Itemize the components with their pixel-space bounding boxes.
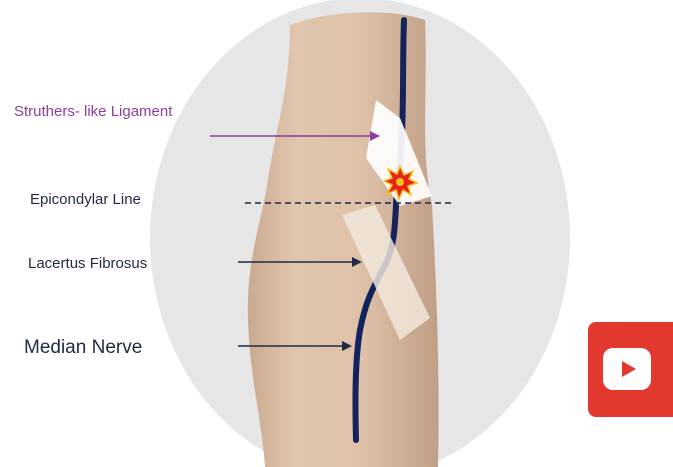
play-triangle-icon [622, 361, 636, 377]
epicondylar-line-label: Epicondylar Line [30, 192, 141, 207]
lacertus-fibrosus-label: Lacertus Fibrosus [28, 256, 147, 271]
struthers-ligament-label: Struthers- like Ligament [14, 104, 172, 119]
median-nerve-label: Median Nerve [24, 338, 142, 357]
youtube-play-icon [603, 348, 651, 390]
youtube-play-button[interactable] [588, 322, 673, 417]
